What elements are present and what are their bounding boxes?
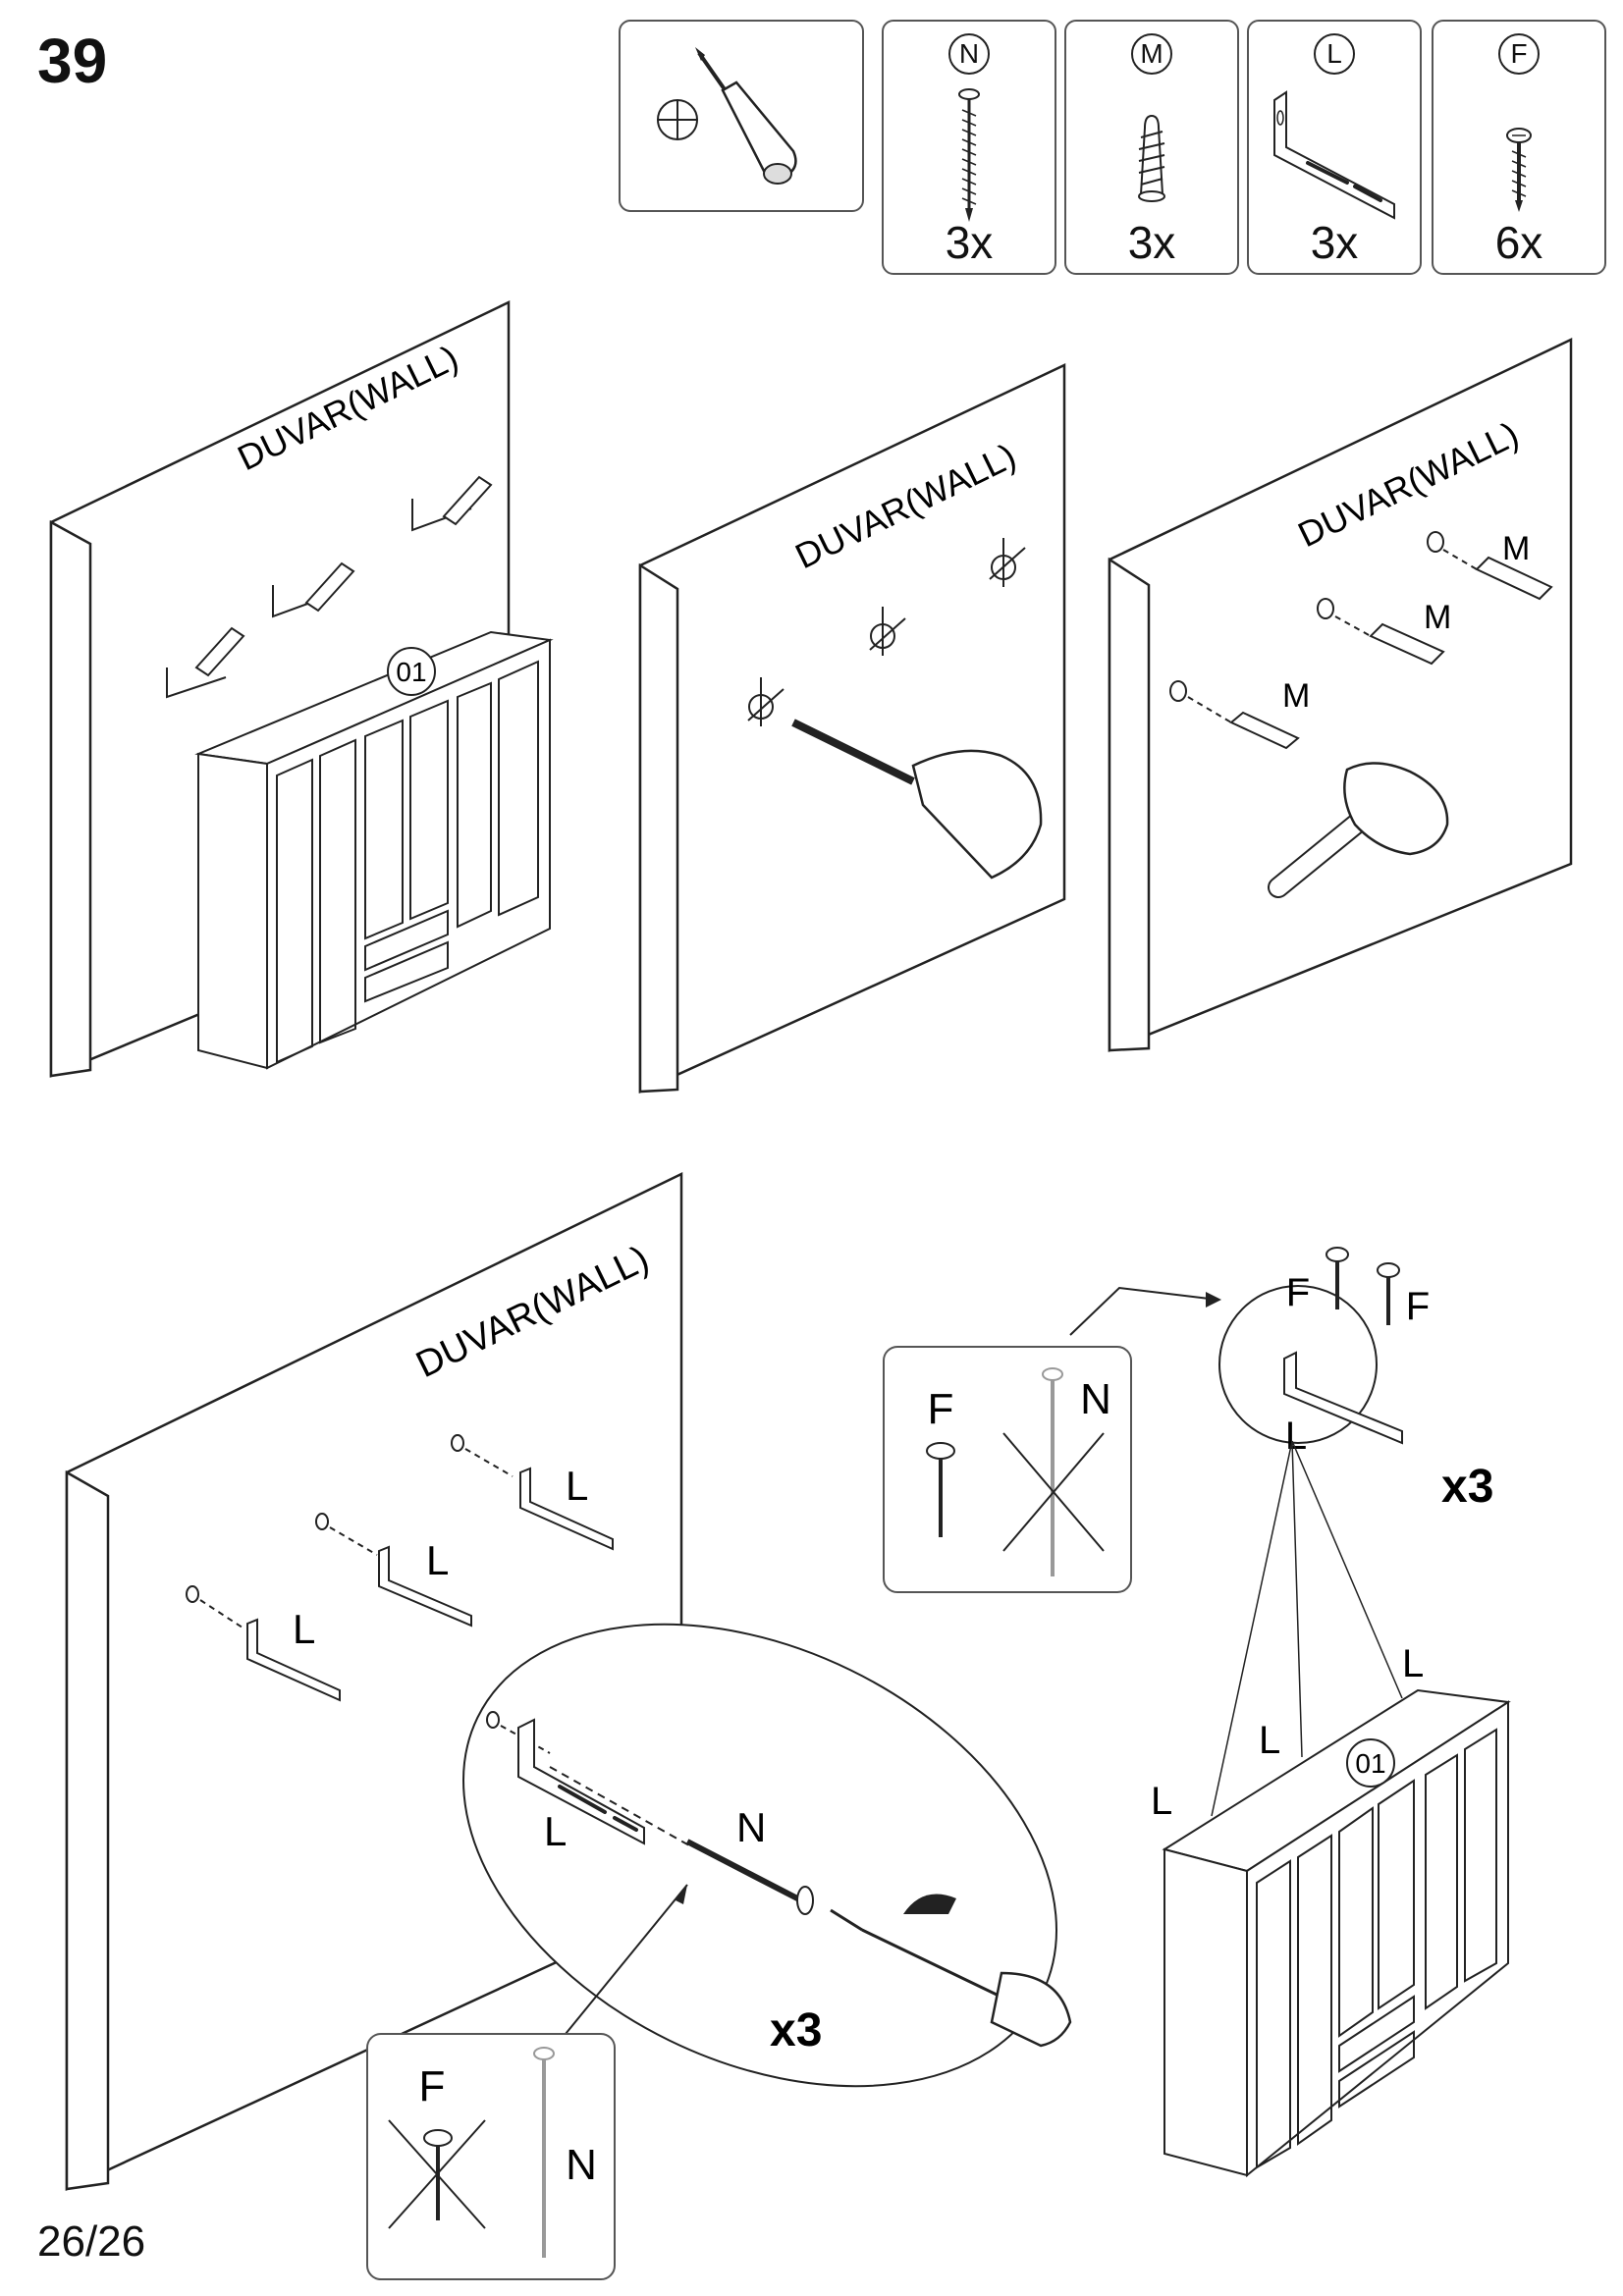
detail-bracket-label: L [1285, 1415, 1307, 1458]
long-screw-icon [958, 88, 980, 222]
part-label-n: N [948, 33, 990, 75]
wrong-screw-label: N [1080, 1375, 1111, 1423]
short-screw-icon [1506, 128, 1532, 212]
detail-screw-label: F [1286, 1271, 1310, 1314]
cabinet-with-brackets: 01 L L L [1151, 1642, 1511, 2178]
bracket-label: L [566, 1463, 588, 1509]
part-box-f: F 6x [1432, 20, 1606, 275]
mark-wall-panel: 01 DUVAR(WALL) [49, 300, 554, 1078]
plug-label: M [1282, 677, 1310, 715]
bracket-detail-circle: F F L x3 [1211, 1247, 1493, 1817]
part-label-f: F [1498, 33, 1540, 75]
screw-choice-callout-right: F N [883, 1286, 1221, 1593]
wall-label: DUVAR(WALL) [1292, 413, 1525, 555]
bracket-label: L [293, 1606, 315, 1652]
right-screw-label: F [928, 1385, 954, 1433]
part-box-m: M 3x [1064, 20, 1239, 275]
plug-panel: M M M DUVAR(WALL) [1108, 338, 1573, 1052]
detail-screw-label: F [1406, 1285, 1430, 1328]
screw-label: N [736, 1804, 766, 1850]
wall-label: DUVAR(WALL) [410, 1238, 656, 1386]
screw-choice-callout-bottom: F N [366, 2033, 616, 2280]
bracket-label: L [1151, 1780, 1172, 1823]
wall-label: DUVAR(WALL) [232, 337, 464, 478]
bracket-panel: L L L DUVAR(WALL) L N x3 [65, 1172, 1072, 2191]
bracket-label: L [1402, 1642, 1424, 1685]
right-screw-label: N [566, 2141, 597, 2189]
cabinet-label: 01 [1355, 1748, 1385, 1779]
bracket-label: L [544, 1808, 567, 1854]
multiplier-label: x3 [770, 2004, 822, 2056]
phillips-screwdriver-icon [657, 47, 797, 185]
wrong-screw-label: F [419, 2062, 446, 2110]
part-box-l: L 3x [1247, 20, 1422, 275]
drill-panel: DUVAR(WALL) [638, 363, 1066, 1094]
plug-label: M [1424, 599, 1451, 636]
wall-plug-icon [1138, 114, 1165, 202]
part-quantity-l: 3x [1310, 217, 1359, 268]
wall-label: DUVAR(WALL) [789, 435, 1022, 576]
part-label-l: L [1314, 33, 1355, 75]
tool-box [619, 20, 864, 212]
part-quantity-f: 6x [1494, 217, 1543, 268]
step-number: 39 [37, 26, 108, 96]
part-quantity-n: 3x [945, 217, 994, 268]
part-label-m: M [1131, 33, 1172, 75]
angle-bracket-icon [1273, 90, 1395, 220]
detail-multiplier: x3 [1441, 1461, 1493, 1513]
plug-label: M [1502, 530, 1530, 567]
page-number: 26/26 [37, 2217, 146, 2266]
bracket-label: L [426, 1537, 449, 1583]
part-box-n: N 3x [882, 20, 1056, 275]
part-quantity-m: 3x [1127, 217, 1176, 268]
bracket-label: L [1259, 1719, 1280, 1762]
cabinet-label: 01 [396, 657, 426, 687]
